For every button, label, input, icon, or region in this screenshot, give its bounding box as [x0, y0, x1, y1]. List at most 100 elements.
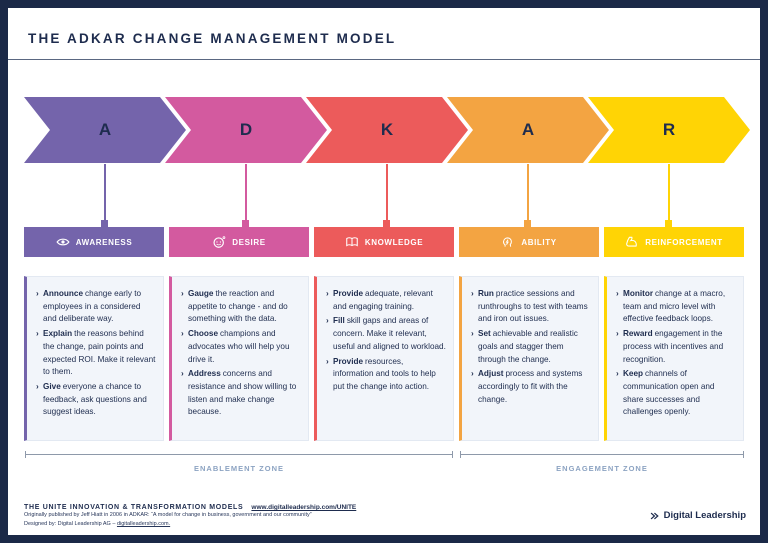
arrow-letter-a1: A	[98, 120, 112, 139]
enablement-zone-bracket: ENABLEMENT ZONE	[25, 451, 453, 473]
title-divider	[8, 59, 760, 60]
connector-desire	[245, 164, 247, 220]
bullet-marker: ›	[36, 381, 39, 391]
connector-knowledge	[386, 164, 388, 220]
badge-desire: DESIRE	[169, 227, 309, 257]
arrow-letter-r: R	[662, 120, 676, 139]
head-bolt-icon	[503, 237, 513, 247]
bullet-marker: ›	[616, 329, 619, 339]
bullet-marker: ›	[326, 289, 329, 298]
arrow-letter-d: D	[239, 120, 253, 139]
smiley-icon	[213, 236, 226, 248]
eye-icon	[56, 238, 70, 246]
muscle-arm-icon	[626, 236, 638, 247]
bullet-marker: ›	[616, 369, 619, 379]
footer-series-title: THE UNITE INNOVATION & TRANSFORMATION MO…	[24, 504, 244, 511]
connector-awareness	[104, 164, 106, 220]
connector-dot-awareness	[101, 220, 108, 227]
double-chevron-icon	[650, 512, 659, 519]
footer: THE UNITE INNOVATION & TRANSFORMATION MO…	[24, 504, 356, 529]
badge-awareness: AWARENESS	[24, 227, 164, 257]
badge-knowledge: KNOWLEDGE	[314, 227, 454, 257]
zone-bracket-line	[460, 451, 744, 458]
connector-dot-reinforcement	[665, 220, 672, 227]
badge-label: ABILITY	[521, 237, 557, 247]
zone-label: ENGAGEMENT ZONE	[556, 464, 648, 473]
connector-ability	[527, 164, 529, 220]
badge-label: AWARENESS	[75, 237, 133, 247]
arrow-awareness: A	[24, 97, 186, 163]
bullet-marker: ›	[326, 356, 329, 366]
footer-series-link[interactable]: www.digitalleadership.com/UNITE	[251, 504, 357, 511]
footer-attribution: Originally published by Jeff Hiatt in 20…	[24, 512, 312, 518]
bullet-marker: ›	[471, 289, 474, 298]
bullet-marker: ›	[36, 289, 39, 298]
badge-label: KNOWLEDGE	[364, 237, 424, 247]
bullet-marker: ›	[471, 329, 474, 339]
zone-label: ENABLEMENT ZONE	[194, 464, 284, 473]
bullet-marker: ›	[36, 329, 39, 339]
arrow-desire: D	[165, 97, 327, 163]
arrow-letter-k: K	[380, 120, 394, 139]
badge-label: REINFORCEMENT	[645, 237, 723, 247]
engagement-zone-bracket: ENGAGEMENT ZONE	[460, 451, 744, 473]
connector-dot-ability	[524, 220, 531, 227]
connector-dot-knowledge	[383, 220, 390, 227]
arrow-reinforcement: R	[588, 97, 750, 163]
bullet-marker: ›	[471, 369, 474, 379]
arrow-knowledge: K	[306, 97, 468, 163]
bullet-marker: ›	[616, 289, 619, 298]
bullet-marker: ›	[181, 289, 184, 298]
footer-designed-link[interactable]: digitalleadership.com.	[116, 520, 171, 527]
arrow-letter-a2: A	[521, 120, 535, 139]
connector-dot-desire	[242, 220, 249, 227]
connector-reinforcement	[668, 164, 670, 220]
brand-name: Digital Leadership	[663, 510, 746, 521]
bullet-marker: ›	[181, 369, 184, 379]
badge-reinforcement: REINFORCEMENT	[604, 227, 744, 257]
zone-bracket-line	[25, 451, 453, 458]
book-icon	[346, 237, 358, 247]
badge-ability: ABILITY	[459, 227, 599, 257]
footer-designed-by: Designed by: Digital Leadership AG –	[24, 520, 116, 527]
